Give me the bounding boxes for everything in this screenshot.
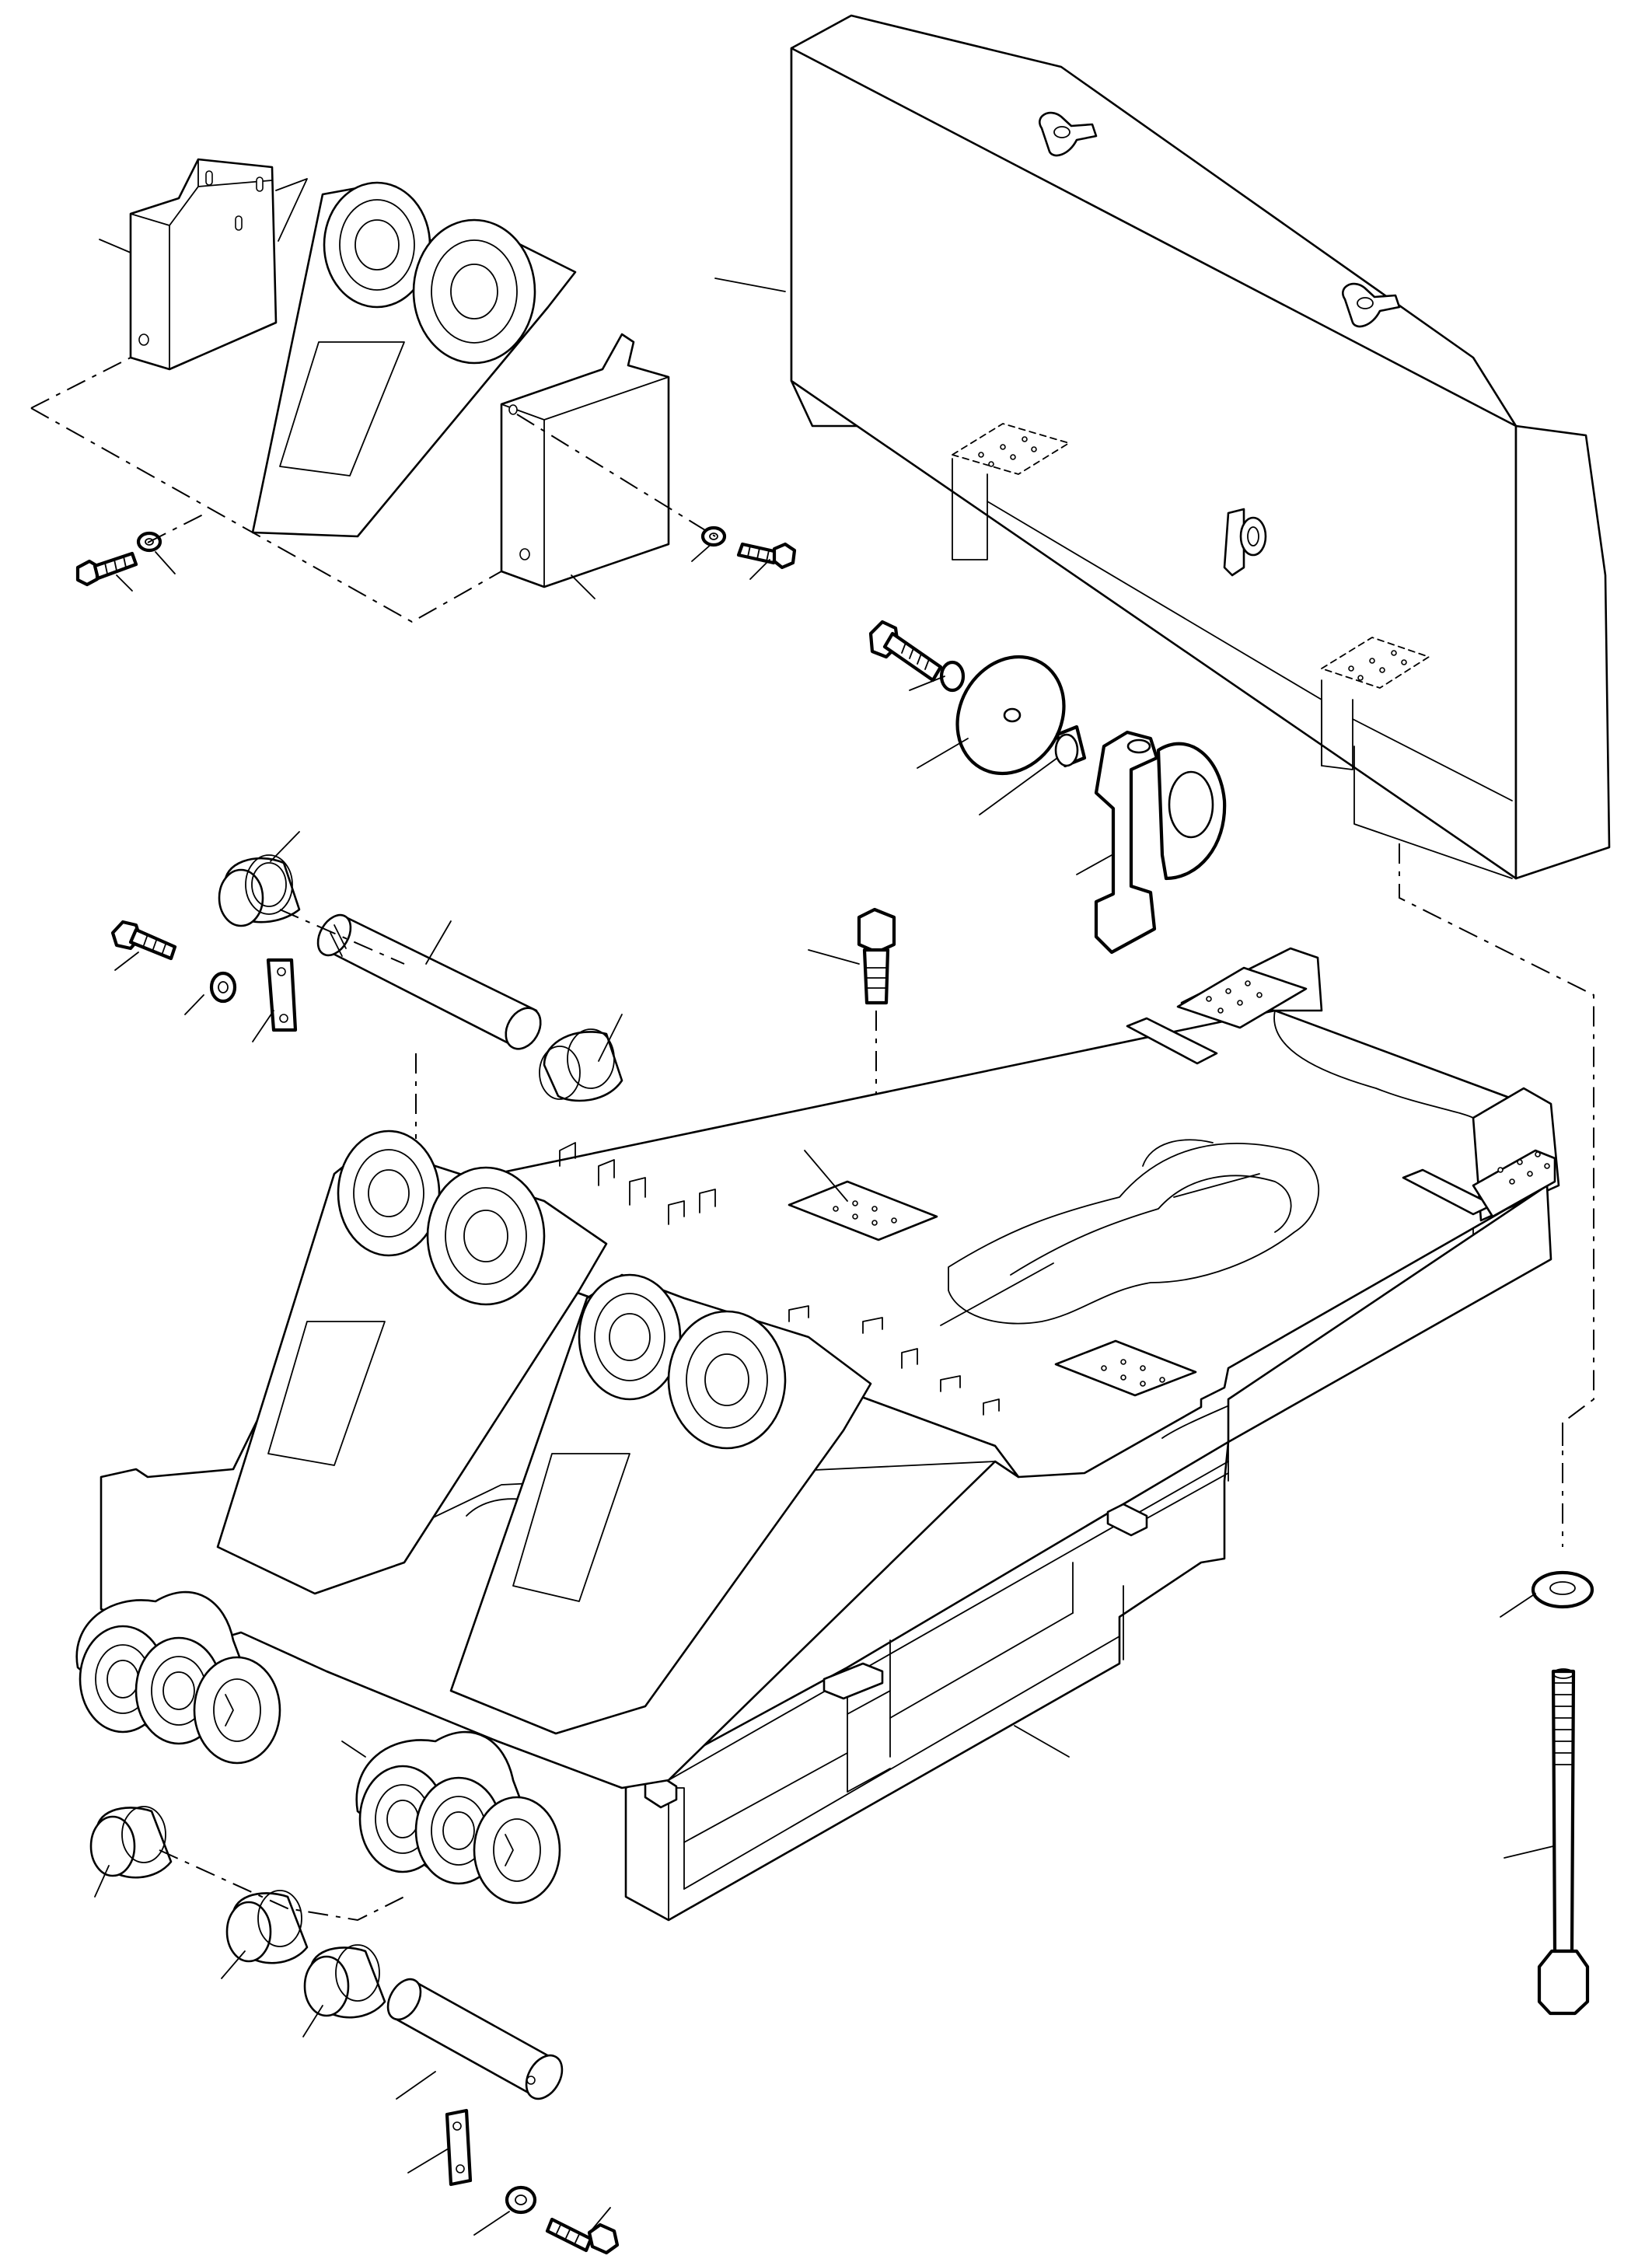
right-guard-cover	[500, 333, 670, 588]
lower-pin-lock-plate	[445, 2108, 473, 2187]
assembly-line	[30, 357, 131, 409]
boom-foot-bracket	[251, 181, 577, 538]
upper-pin	[316, 913, 542, 1050]
assembly-line	[516, 414, 716, 537]
lifting-eye-icon	[1223, 508, 1267, 577]
assembly-line	[147, 512, 207, 543]
tow-hook	[1094, 730, 1227, 955]
upper-pin-bushing-right	[539, 1028, 623, 1102]
upper-pin-lock-plate	[266, 958, 298, 1032]
center-bolt	[857, 907, 896, 1005]
counterweight-block	[790, 14, 1611, 880]
tow-hook-assembly	[868, 620, 1227, 955]
lower-lugs-left	[75, 1590, 281, 1765]
hook-plate-washer	[955, 655, 1066, 776]
lower-pin-bolt	[545, 2217, 620, 2255]
lower-pin	[386, 1978, 564, 2100]
lower-bushing-3	[303, 1944, 386, 2019]
callout-leaders	[94, 239, 1554, 2236]
upper-pin-bushing-left	[218, 854, 301, 927]
upper-pin-bolt	[110, 920, 177, 961]
assembly-line	[30, 407, 502, 623]
counterweight-pad-holes	[978, 436, 1407, 681]
boom-lug-tower-left	[216, 1130, 608, 1595]
cover-screw-right	[700, 525, 797, 570]
long-washer	[1531, 1570, 1594, 1609]
lifting-eye-icon	[1342, 282, 1401, 328]
assembly-line	[159, 1849, 405, 1922]
frame-pad-holes	[833, 980, 1550, 1387]
lower-bushing-2	[225, 1890, 309, 1964]
left-guard-cover	[129, 158, 308, 371]
lower-bushing-1	[89, 1806, 173, 1879]
hook-collar	[1054, 724, 1087, 768]
assembly-line	[279, 909, 405, 965]
lower-pin-washer	[505, 2185, 537, 2215]
long-bolt	[1537, 1668, 1590, 2016]
hook-washer	[939, 660, 966, 693]
hook-bolt	[868, 620, 943, 683]
upper-pin-washer	[209, 971, 237, 1004]
lifting-eye-icon	[1039, 111, 1098, 157]
lower-lugs-right	[355, 1730, 561, 1905]
boom-lug-tower-right	[449, 1273, 872, 1735]
